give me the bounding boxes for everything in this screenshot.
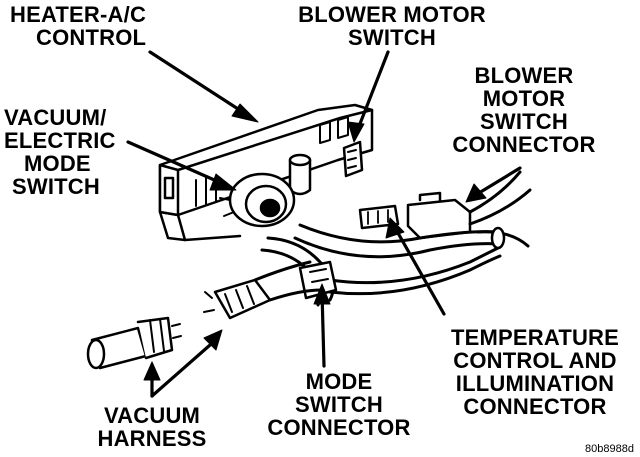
label-line: SWITCH (348, 25, 436, 50)
temperature-connector-part (358, 204, 400, 230)
label-line: ELECTRIC (4, 128, 116, 153)
label-line: BLOWER (474, 63, 574, 88)
label-line: MODE (305, 369, 373, 394)
blower-motor-switch-connector-label: BLOWER MOTOR SWITCH CONNECTOR (434, 64, 614, 156)
blower-connector-part (406, 170, 532, 248)
heater-ac-control-label: HEATER-A/C CONTROL (10, 3, 146, 49)
figure-code: 80b8988d (585, 443, 634, 455)
label-line: VACUUM (103, 403, 201, 428)
label-line: VACUUM/ (4, 105, 107, 130)
label-line: CONTROL (36, 25, 147, 50)
label-line: CONTROL AND (453, 348, 617, 373)
mode-switch-part (219, 172, 296, 228)
label-line: SWITCH (12, 174, 100, 199)
label-line: CONNECTOR (267, 415, 411, 440)
label-line: BLOWER MOTOR (298, 2, 486, 27)
leader-arrows (126, 50, 522, 398)
vacuum-harness-end-part (86, 316, 182, 370)
vacuum-electric-mode-switch-label: VACUUM/ ELECTRIC MODE SWITCH (4, 106, 116, 198)
vacuum-harness-plug-part (203, 260, 324, 320)
mode-switch-connector-label: MODE SWITCH CONNECTOR (254, 370, 424, 439)
label-line: SWITCH (480, 109, 568, 134)
label-line: HARNESS (97, 426, 207, 451)
label-line: CONNECTOR (452, 132, 596, 157)
blower-motor-switch-label: BLOWER MOTOR SWITCH (282, 3, 502, 49)
label-line: CONNECTOR (463, 394, 607, 419)
label-line: SWITCH (295, 392, 383, 417)
temperature-control-illumination-connector-label: TEMPERATURE CONTROL AND ILLUMINATION CON… (430, 326, 640, 418)
wiring-harness (293, 223, 506, 296)
label-line: ILLUMINATION (455, 371, 615, 396)
label-line: MODE (24, 151, 91, 176)
vacuum-harness-label: VACUUM HARNESS (82, 404, 222, 450)
label-line: HEATER-A/C (10, 2, 147, 27)
label-line: TEMPERATURE (450, 325, 620, 350)
label-line: MOTOR (482, 86, 566, 111)
